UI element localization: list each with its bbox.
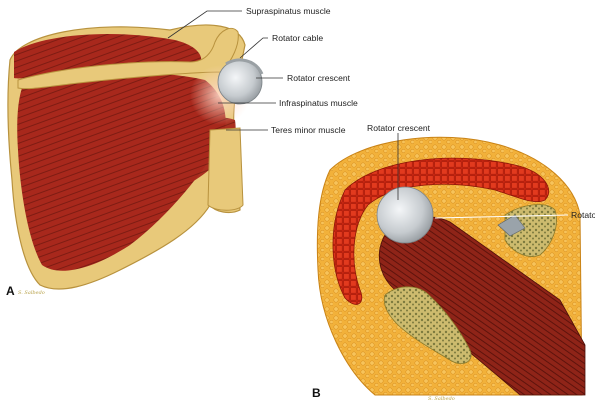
label-supraspinatus: Supraspinatus muscle — [246, 6, 331, 16]
glenoid-bone — [504, 204, 557, 257]
leader-rotator — [434, 214, 569, 219]
label-rotator-crescent-b: Rotator crescent — [367, 123, 431, 133]
label-rotator-crescent-a: Rotator crescent — [287, 73, 351, 83]
panel-a-letter: A — [6, 284, 15, 298]
panel-b: Rotator crescent Rotator B S. Salbedo — [312, 123, 595, 402]
leader-supraspinatus — [167, 10, 242, 39]
label-infraspinatus: Infraspinatus muscle — [279, 98, 358, 108]
rotator-cable-a — [225, 58, 264, 75]
supraspinatus-muscle — [14, 33, 202, 79]
label-rotator-cable: Rotator cable — [272, 33, 323, 43]
panel-a: A S. Salbedo Supraspinatus muscle Rotato… — [6, 6, 358, 298]
humerus-shaft — [207, 127, 244, 211]
panel-b-letter: B — [312, 386, 321, 400]
panel-a-signature: S. Salbedo — [18, 290, 45, 296]
glenoid-cartilage — [497, 214, 526, 237]
leader-rotator-cable — [239, 37, 268, 59]
label-rotator: Rotator — [571, 210, 595, 220]
scapular-spine — [17, 27, 239, 90]
label-teres-minor: Teres minor muscle — [271, 125, 346, 135]
infraspinatus-muscle — [17, 72, 226, 271]
humeral-head-b — [376, 186, 434, 244]
deltoid-band — [332, 157, 550, 305]
coracoid-bone — [383, 286, 472, 364]
panel-b-signature: S. Salbedo — [428, 396, 455, 402]
